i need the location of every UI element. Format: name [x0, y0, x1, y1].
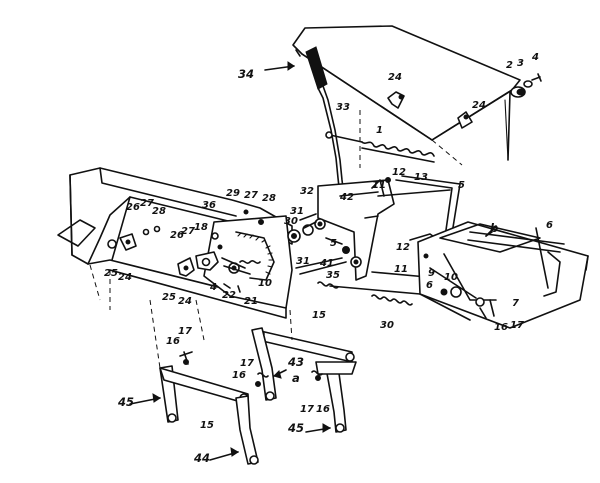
- label-12-top: 12: [392, 167, 406, 178]
- label-27-top: 27: [244, 190, 258, 201]
- label-45-left: 45: [117, 395, 134, 409]
- label-7: 7: [512, 298, 519, 309]
- label-44: 44: [193, 451, 210, 465]
- label-24-mid: 24: [472, 100, 486, 111]
- label-26-left: 26: [126, 202, 140, 213]
- label-9: 9: [428, 268, 435, 279]
- label-15-top: 15: [312, 310, 326, 321]
- label-31-top: 31: [290, 206, 304, 217]
- label-10-left: 10: [258, 278, 272, 289]
- label-25-mid: 25: [162, 292, 176, 303]
- label-27-left: 27: [140, 198, 154, 209]
- label-a: a: [292, 371, 300, 385]
- label-1: 1: [376, 125, 383, 136]
- dashboard-panel: [292, 25, 521, 168]
- label-24-left: 24: [118, 272, 132, 283]
- label-5-right: 5: [458, 180, 465, 191]
- label-5-centre: 5: [330, 238, 337, 249]
- label-12-mid: 12: [396, 242, 410, 253]
- label-11-top: 11: [372, 180, 386, 191]
- label-27-mid: 27: [181, 226, 195, 237]
- label-32: 32: [300, 186, 314, 197]
- label-b: b: [490, 221, 498, 235]
- label-16-lower: 16: [316, 404, 330, 415]
- label-16-left: 16: [166, 336, 180, 347]
- label-4-top: 4: [531, 52, 539, 63]
- label-16-centre: 16: [232, 370, 246, 381]
- label-10-right: 10: [444, 272, 458, 283]
- label-30-top: 30: [284, 216, 298, 227]
- clip-part: [387, 91, 473, 129]
- tension-spring: [317, 281, 413, 306]
- centre-mechanism: [287, 179, 395, 281]
- lower-linkage: [149, 299, 357, 465]
- foot-platform: [417, 221, 589, 329]
- label-42: 42: [339, 192, 354, 203]
- knob-assembly: [510, 73, 542, 98]
- label-24-top: 24: [388, 72, 402, 83]
- label-35: 35: [326, 270, 340, 281]
- label-33: 33: [336, 102, 350, 113]
- label-21: 21: [244, 296, 258, 307]
- label-13: 13: [414, 172, 428, 183]
- spring-rod: [325, 131, 435, 163]
- label-6-centre: 6: [426, 280, 433, 291]
- label-29: 29: [226, 188, 240, 199]
- label-6-right: 6: [546, 220, 553, 231]
- label-4-mid: 4: [209, 282, 217, 293]
- leader-arrows: [129, 61, 497, 461]
- label-28-left: 28: [152, 206, 166, 217]
- label-11-mid: 11: [394, 264, 408, 275]
- left-hardware: [107, 209, 264, 293]
- label-30-mid: 30: [380, 320, 394, 331]
- label-31-mid: 31: [296, 256, 310, 267]
- label-16-right: 16: [494, 322, 508, 333]
- label-15-lower: 15: [200, 420, 214, 431]
- label-28-top: 28: [262, 193, 276, 204]
- label-26-mid: 26: [170, 230, 184, 241]
- label-18: 18: [194, 222, 208, 233]
- label-41: 41: [319, 258, 334, 269]
- label-36: 36: [202, 200, 216, 211]
- label-17-lower: 17: [300, 404, 314, 415]
- label-3: 3: [517, 58, 524, 69]
- label-22: 22: [222, 290, 236, 301]
- label-2: 2: [506, 60, 513, 71]
- label-25-left: 25: [104, 268, 118, 279]
- label-24-mid-left: 24: [178, 296, 192, 307]
- label-17-right: 17: [510, 320, 524, 331]
- label-17-centre: 17: [240, 358, 254, 369]
- label-45-right: 45: [287, 421, 304, 435]
- label-43: 43: [287, 355, 304, 369]
- label-17-left: 17: [178, 326, 192, 337]
- label-34: 34: [238, 67, 254, 81]
- part-labels: 34 33 24 2 3 4 24 1 12 11 13 5 32 31 30 …: [104, 52, 553, 465]
